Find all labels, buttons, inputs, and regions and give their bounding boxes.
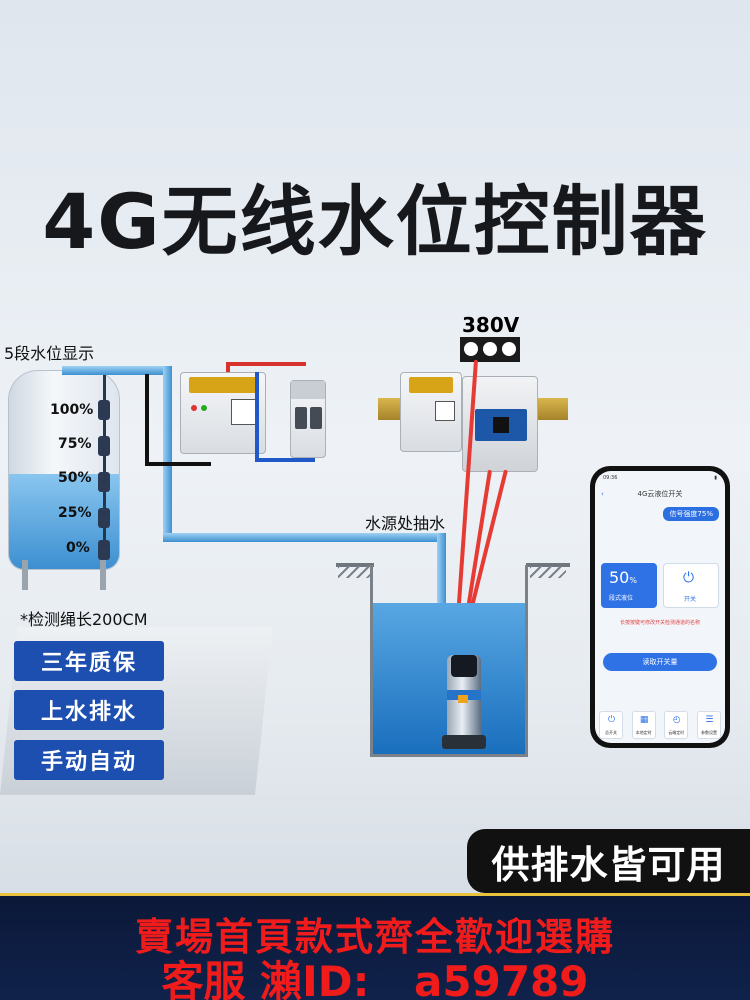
level-label-75: 75% [58, 436, 92, 452]
wire-red-top [226, 362, 230, 372]
switch-card[interactable]: ⏻ 开关 [663, 563, 719, 608]
phone-time: 09:36 [603, 475, 618, 481]
sensor-wire-v [145, 374, 149, 466]
cloud-timer-icon: ◴ [672, 715, 681, 725]
badge-manual-auto: 手动自动 [14, 740, 164, 780]
probe-25 [98, 508, 110, 528]
qr-code-right [435, 401, 455, 421]
supply-drain-cta: 供排水皆可用 [467, 829, 750, 893]
nav-label: 云端定时 [668, 730, 685, 735]
level-label-50: 50% [58, 470, 92, 486]
nav-local-timer[interactable]: ▦ 本地定时 [631, 711, 656, 739]
probe-50 [98, 472, 110, 492]
pipe-vertical-left [163, 366, 172, 536]
pump-base [442, 735, 486, 749]
ground-left [336, 563, 374, 567]
level-label-25: 25% [58, 505, 92, 521]
rope-length-note: *检测绳长200CM [20, 610, 148, 629]
phone-header: ‹ 4G云液位开关 [595, 485, 725, 503]
controller-module-right [400, 372, 462, 452]
headline-title: 4G无线水位控制器 [42, 177, 708, 266]
probe-rope [103, 372, 106, 552]
pump-top [451, 655, 477, 677]
circuit-breaker [290, 380, 326, 458]
qr-code [231, 399, 259, 425]
nav-label: 本地定时 [635, 730, 652, 735]
promo-line-1: 賣場首頁款式齊全歡迎選購 [134, 915, 615, 959]
voltage-label: 380V [462, 313, 520, 337]
phone-mockup: 09:36 ▮ ‹ 4G云液位开关 信号强度75% 50% 段式液位 ⏻ 开关 … [590, 466, 730, 748]
terminal-dot-2 [483, 342, 497, 356]
ground-right [526, 563, 570, 567]
terminal-dot-1 [464, 342, 478, 356]
ground-hatch-right [530, 566, 566, 578]
wire-blue-h [255, 458, 315, 462]
promo-stripe [0, 893, 750, 896]
probe-100 [98, 400, 110, 420]
level-label-100: 100% [50, 402, 94, 418]
tank-leg-right [100, 560, 106, 590]
led-red [191, 405, 197, 411]
voltage-terminal [460, 337, 520, 362]
phone-battery-icon: ▮ [714, 475, 717, 481]
led-green [201, 405, 207, 411]
nav-settings[interactable]: ☰ 参数设置 [696, 711, 721, 739]
breaker-top [291, 381, 325, 399]
nav-cloud-timer[interactable]: ◴ 云端定时 [664, 711, 689, 739]
pipe-tank-top [62, 366, 172, 375]
phone-app-title: 4G云液位开关 [637, 490, 683, 498]
phone-screen: 09:36 ▮ ‹ 4G云液位开关 信号强度75% 50% 段式液位 ⏻ 开关 … [595, 471, 725, 743]
badge-warranty: 三年质保 [14, 641, 164, 681]
level-caption: 段式液位 [609, 595, 634, 602]
tank-title: 5段水位显示 [4, 344, 95, 363]
promo-service-id: a59789 [414, 957, 589, 1000]
phone-hint: 长按按键可修改开关检测通道的名称 [619, 620, 700, 626]
contactor-button [493, 417, 509, 433]
level-percent: 50% [609, 568, 637, 587]
level-card[interactable]: 50% 段式液位 [601, 563, 657, 608]
terminal-dot-3 [502, 342, 516, 356]
power-icon: ⏻ [607, 715, 616, 725]
settings-icon: ☰ [705, 715, 714, 725]
power-icon: ⏻ [683, 570, 695, 586]
badge-supply-drain: 上水排水 [14, 690, 164, 730]
probe-0 [98, 540, 110, 560]
breaker-toggle-1 [295, 407, 307, 429]
sensor-wire-h [145, 462, 211, 466]
ground-hatch-left [338, 566, 372, 578]
promo-banner: 賣場首頁款式齊全歡迎選購 客服 瀨ID: a59789 [0, 896, 750, 1000]
controller-right-terminals [409, 377, 453, 393]
level-controller-module [180, 372, 266, 454]
signal-strength-badge: 信号强度75% [663, 507, 719, 521]
promo-service-label: 客服 瀨ID: [161, 957, 370, 1000]
phone-bottom-nav: ⏻ 总开关 ▦ 本地定时 ◴ 云端定时 ☰ 参数设置 [599, 711, 721, 741]
phone-status-bar: 09:36 ▮ [603, 475, 717, 483]
breaker-toggle-2 [310, 407, 322, 429]
level-label-0: 0% [66, 540, 90, 556]
nav-master-switch[interactable]: ⏻ 总开关 [599, 711, 623, 739]
calendar-icon: ▦ [639, 715, 649, 725]
pipe-bottom [163, 533, 443, 542]
pump-tag [458, 695, 468, 703]
nav-label: 总开关 [605, 730, 617, 735]
read-switch-button[interactable]: 读取开关量 [603, 653, 717, 671]
back-icon[interactable]: ‹ [601, 490, 604, 498]
wire-red-h [226, 362, 306, 366]
controller-terminals [189, 377, 257, 393]
probe-75 [98, 436, 110, 456]
promo-line-2: 客服 瀨ID: a59789 [0, 948, 750, 1000]
pump-source-label: 水源处抽水 [365, 514, 446, 533]
switch-caption: 开关 [684, 596, 697, 603]
tank-leg-left [22, 560, 28, 590]
nav-label: 参数设置 [700, 730, 717, 735]
wire-blue-v [255, 372, 259, 462]
